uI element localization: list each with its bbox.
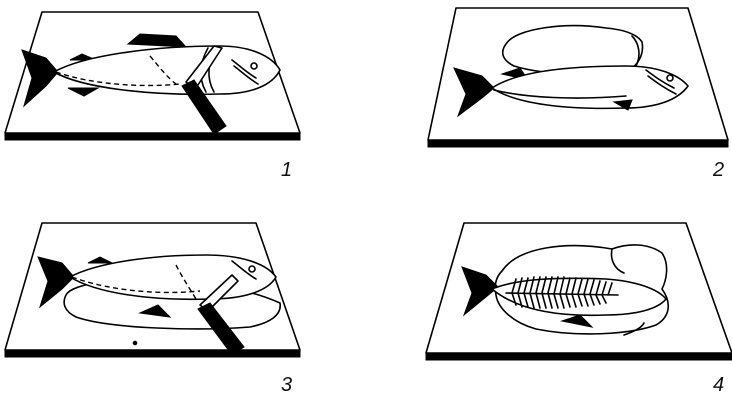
step-1-panel: 1 [0, 0, 366, 198]
step-number-3: 3 [281, 375, 292, 395]
step-1-illustration [0, 0, 366, 198]
step-3-illustration [0, 199, 366, 397]
step-3-panel: 3 [0, 199, 366, 397]
step-2-panel: 2 [366, 0, 732, 198]
step-number-2: 2 [713, 160, 724, 180]
step-2-illustration [366, 0, 732, 198]
step-4-panel: 4 [366, 199, 732, 397]
step-number-4: 4 [713, 375, 724, 395]
step-4-illustration [366, 199, 732, 397]
step-number-1: 1 [281, 160, 292, 180]
